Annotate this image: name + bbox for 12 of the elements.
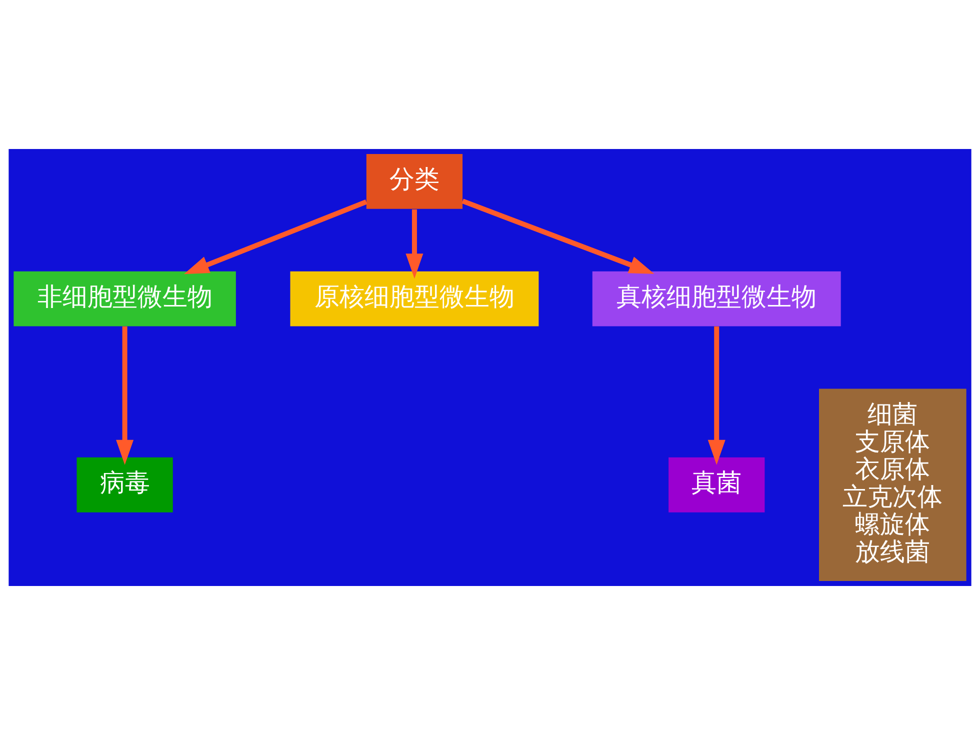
node-box: 原核细胞型微生物 [290, 271, 539, 326]
node-box: 真菌 [668, 457, 765, 512]
node-box: 真核细胞型微生物 [592, 271, 841, 326]
arrow [184, 200, 368, 274]
arrow [462, 198, 654, 274]
arrow [406, 209, 424, 279]
arrow [708, 326, 726, 465]
node-box: 非细胞型微生物 [14, 271, 236, 326]
node-box: 细菌 支原体 衣原体 立克次体 螺旋体 放线菌 [819, 388, 966, 581]
arrow [116, 326, 134, 465]
node-box: 病毒 [76, 457, 173, 512]
node-box: 分类 [366, 154, 463, 209]
